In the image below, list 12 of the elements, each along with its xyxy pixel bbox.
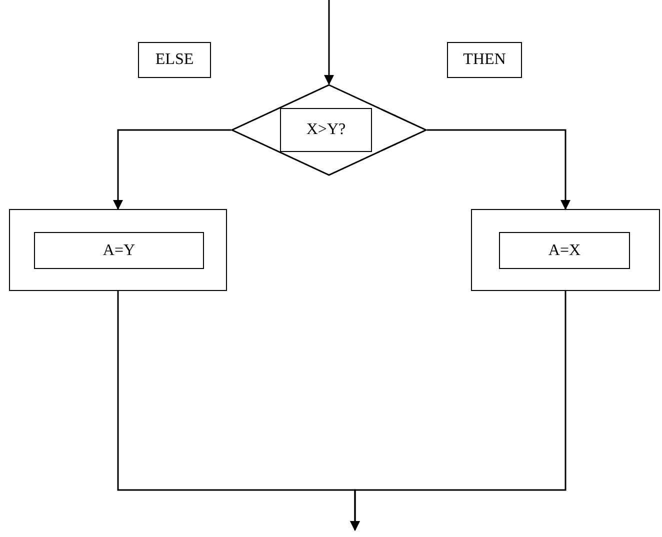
process-frame <box>471 209 660 291</box>
process-frame <box>9 209 227 291</box>
arrow <box>427 129 570 210</box>
branch-label-box: ELSE <box>138 42 211 78</box>
branch-label-box: THEN <box>447 42 522 78</box>
arrow <box>324 0 334 85</box>
decision-diamond <box>231 84 427 176</box>
assignment-box: A=X <box>499 232 630 269</box>
condition-box: X>Y? <box>280 108 372 152</box>
arrow <box>113 129 231 210</box>
arrow <box>350 291 566 531</box>
assignment-box: A=Y <box>34 232 204 269</box>
